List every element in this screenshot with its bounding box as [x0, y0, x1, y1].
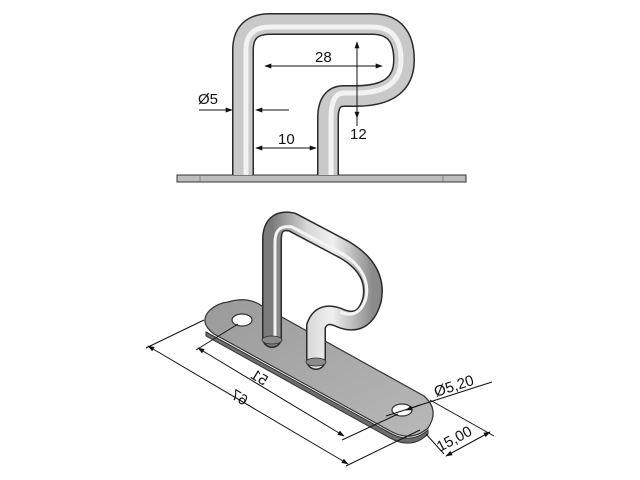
dim-plate-width-ext1 [429, 399, 495, 437]
front-view: 28 12 Ø5 10 [176, 13, 467, 183]
dim-hole-arrow [405, 404, 421, 411]
iso-rod-highlight [273, 225, 369, 336]
dim-inner-ext-right [341, 413, 399, 441]
dim-hole-label: Ø5,20 [432, 372, 476, 401]
iso-plate-side [205, 331, 429, 444]
dim-overall-ext-right [345, 429, 421, 467]
dim-overall-length-label: 67 [228, 386, 251, 409]
iso-rod-foot-right [305, 357, 327, 367]
dim-plate-width-line [445, 431, 491, 457]
iso-rod-body [263, 212, 382, 369]
dim-height-label: 12 [350, 126, 367, 143]
isometric-view: 51 67 Ø5,20 15,00 [145, 211, 495, 467]
iso-rod-foot-left [261, 335, 283, 345]
dim-width-label: 28 [315, 49, 332, 66]
dim-gap-label: 10 [278, 131, 295, 148]
front-base-plate [176, 174, 467, 183]
front-rod-highlight [243, 24, 404, 175]
iso-hole-right [391, 403, 413, 417]
dim-plate-width-ext2 [425, 433, 445, 455]
dim-overall-ext-left [145, 319, 205, 349]
dim-overall-length-line [147, 345, 349, 465]
dim-hole-leader [385, 381, 493, 417]
iso-hole-left [231, 313, 253, 327]
dim-plate-width-label: 15,00 [434, 423, 475, 456]
front-rod-body [233, 14, 414, 175]
dim-rod-dia-label: Ø5 [198, 91, 218, 108]
